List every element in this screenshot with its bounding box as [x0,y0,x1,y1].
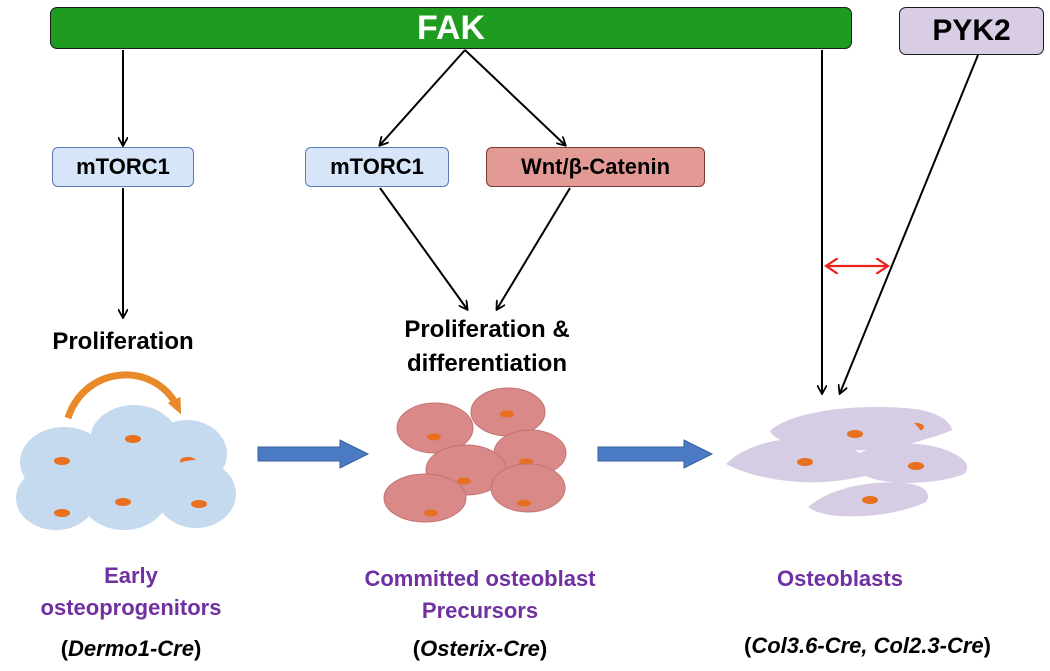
nucleus [191,500,207,508]
nucleus [54,509,70,517]
nucleus [500,410,514,418]
stage-line-2: osteoprogenitors [40,594,222,620]
committed-precursor-cells [383,387,567,523]
nucleus [797,458,813,466]
early-osteoprogenitor-cells [16,405,236,530]
cre-open-paren: ( [60,636,69,661]
arrow-pyk2-to-osteoblasts [840,54,979,393]
stage-committed-precursors: Committed osteoblast Precursors [325,563,635,627]
nucleus [125,435,141,443]
early-cell [80,460,168,530]
wnt-catenin-box: Wnt/β-Catenin [486,147,705,187]
cre-gene: Dermo1-Cre [68,636,194,661]
early-cell [156,460,236,528]
osteoblast-cell [850,443,968,483]
signaling-arrows [123,49,979,393]
cre-gene: Col3.6-Cre, Col2.3-Cre [751,633,984,658]
mtorc1-box-left: mTORC1 [52,147,194,187]
nucleus [424,509,438,517]
osteoblast-cell [726,438,880,483]
process-proliferation: Proliferation [52,328,194,355]
nucleus [457,477,471,485]
process-line-2: differentiation [407,349,567,377]
cre-driver-dermo1: (Dermo1-Cre) [0,636,262,662]
nucleus [115,498,131,506]
process-line-1: Proliferation & [404,316,570,343]
arrow-wnt-to-prolif-diff [497,187,571,309]
nucleus [517,499,531,507]
wnt-catenin-label: Wnt/β-Catenin [520,154,671,179]
pyk2-box: PYK2 [899,7,1044,55]
cre-close-paren: ) [193,636,202,661]
stage-line-2: Precursors [421,597,539,623]
early-cell [16,466,96,530]
nucleus [847,430,863,438]
osteoblast-cell [808,482,929,517]
nucleus [908,462,924,470]
arrow-fak-to-mtorc1-middle [380,49,466,145]
stage-osteoblasts: Osteoblasts [740,563,940,595]
mtorc1-box-middle: mTORC1 [305,147,449,187]
committed-cell [490,463,566,513]
mtorc1-label-middle: mTORC1 [330,154,424,179]
process-proliferation-differentiation: Proliferation & differentiation [372,313,602,380]
committed-cell [383,473,467,523]
osteoblast-cells [726,406,968,517]
osteoblast-cell [824,413,921,448]
cre-close-paren: ) [983,633,991,658]
nucleus [54,457,70,465]
stage-early-osteoprogenitors: Early osteoprogenitors [0,560,262,624]
cre-driver-osterix: (Osterix-Cre) [325,636,635,662]
committed-cell [396,402,474,454]
cre-open-paren: ( [412,636,421,661]
stage-line-1: Osteoblasts [777,566,903,591]
pyk2-label: PYK2 [932,14,1011,47]
stage-line-1: Early [104,563,158,588]
fak-label: FAK [417,8,485,47]
cre-gene: Osterix-Cre [420,636,540,661]
arrow-mtorc1-to-prolif-diff [379,187,467,309]
flow-arrow-early-to-committed [257,439,370,469]
proliferation-cycle-arrow [64,371,182,420]
cre-close-paren: ) [539,636,548,661]
mtorc1-label-left: mTORC1 [76,154,170,179]
fak-box: FAK [50,7,852,49]
nucleus [427,433,441,441]
nucleus [862,496,878,504]
committed-cell [470,387,546,437]
stage-line-1: Committed osteoblast [364,566,596,591]
flow-arrow-committed-to-osteoblasts [597,439,714,469]
arrow-fak-to-wnt [464,49,565,145]
cre-open-paren: ( [744,633,752,658]
cre-driver-col: (Col3.6-Cre, Col2.3-Cre) [690,633,1045,659]
